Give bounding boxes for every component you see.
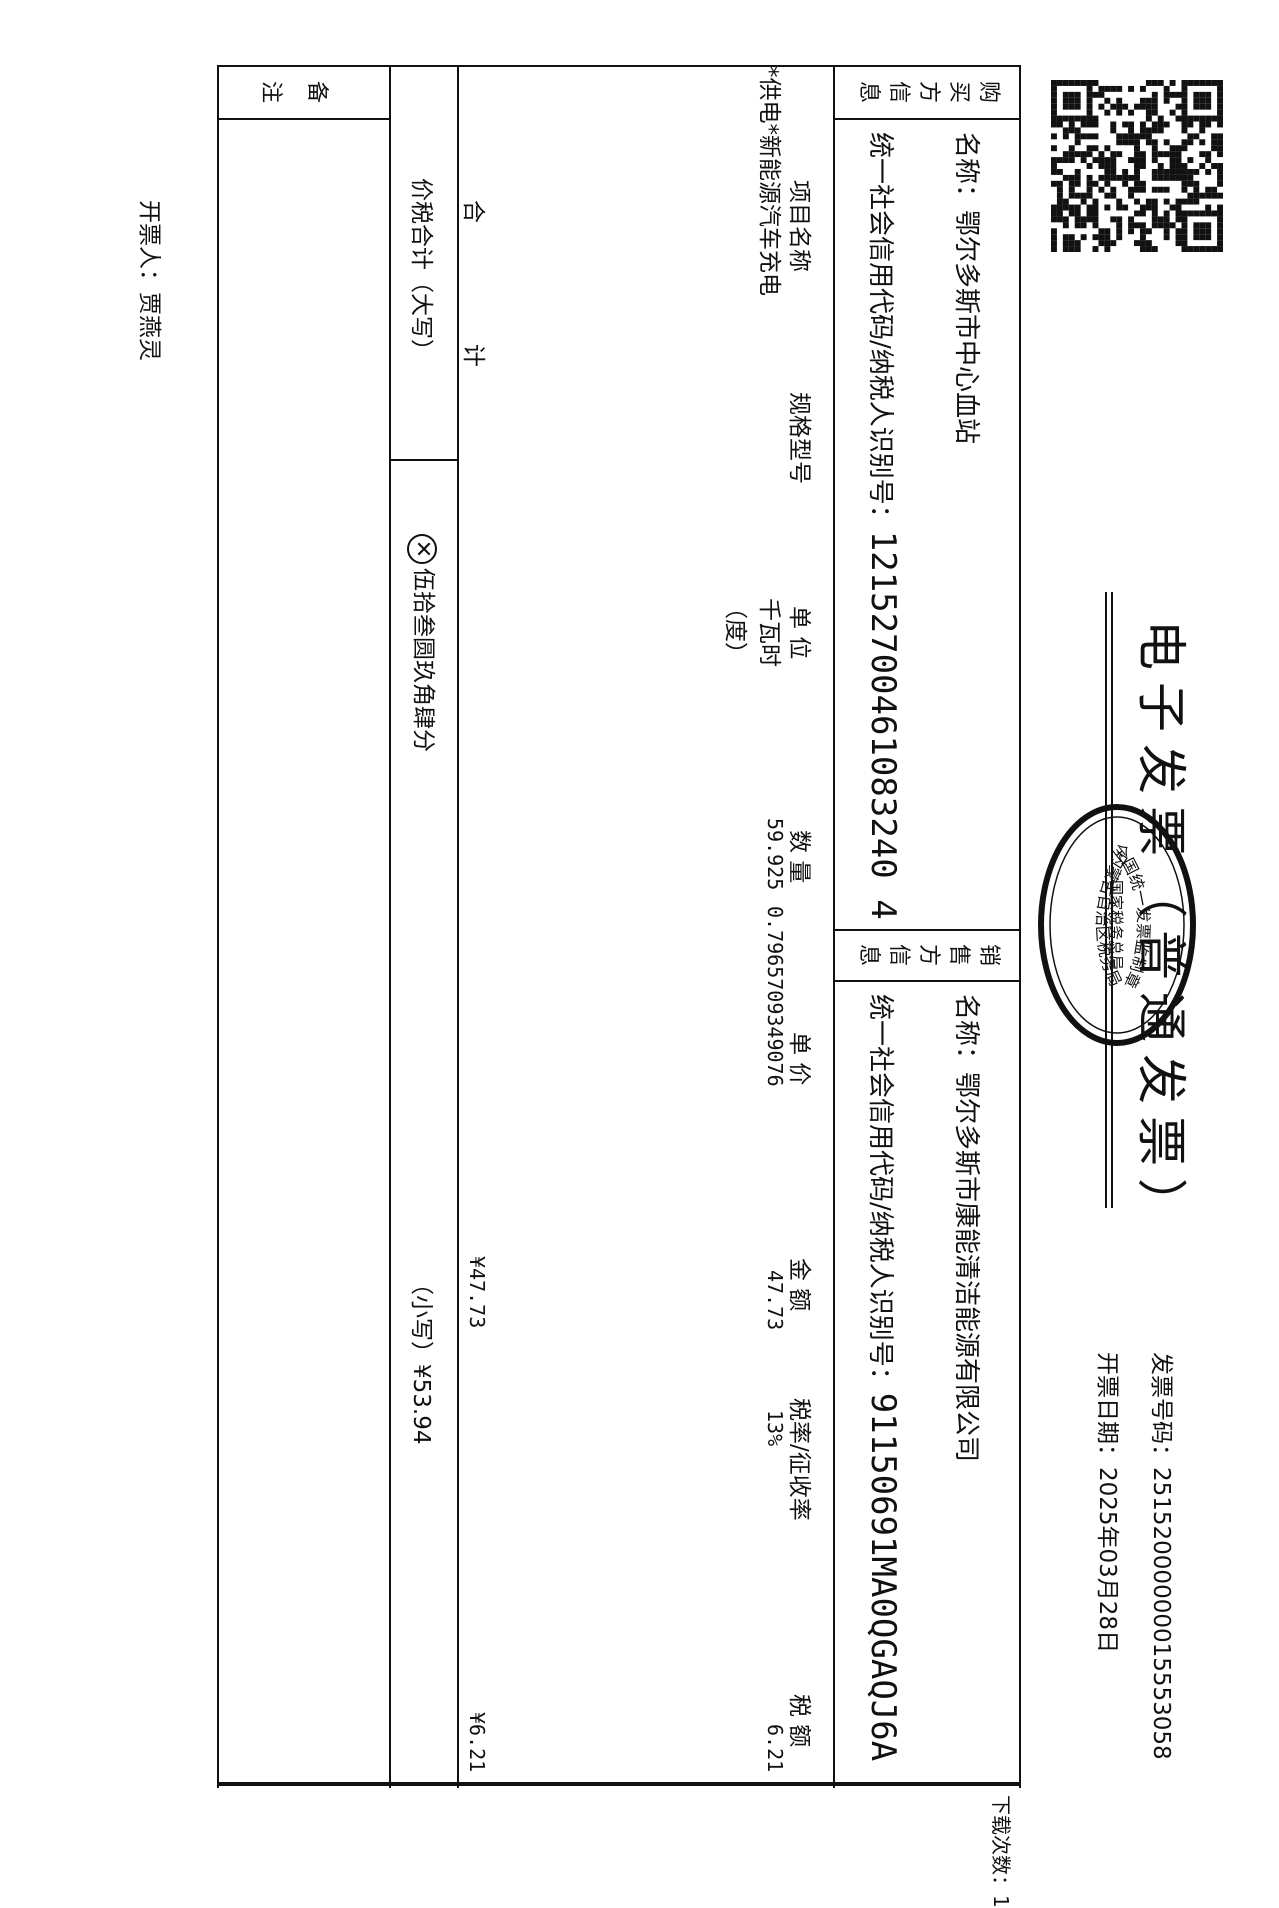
seller-code-value: 91150691MA0QGAQJ6A	[863, 1392, 903, 1762]
issuer-name: 贾燕灵	[136, 292, 162, 361]
table-border-right	[217, 1782, 1021, 1786]
item-unit: 千瓦时	[756, 598, 782, 667]
total-label-he: 合	[460, 200, 486, 223]
buyer-label: 购买方信息	[856, 80, 1001, 103]
invoice-number: 发票号码：25152000000015553058	[1147, 1352, 1181, 1760]
item-tax-rate: 13%	[763, 1410, 787, 1447]
buyer-code-value: 12152700461083240 4	[863, 530, 903, 920]
invoice-date-value: 2025年03月28日	[1094, 1467, 1120, 1654]
svg-text:国家税务总局: 国家税务总局	[1107, 880, 1125, 970]
item-unit-note: （度）	[722, 596, 748, 665]
seller-name-value: 鄂尔多斯市康能清洁能源有限公司	[951, 1072, 981, 1463]
header-amount: 金 额	[786, 1258, 812, 1312]
header-tax: 税 额	[786, 1694, 812, 1748]
header-item-name: 项目名称	[786, 180, 812, 272]
item-tax: 6.21	[763, 1724, 787, 1773]
seller-label: 销售方信息	[856, 943, 1001, 966]
header-tax-rate: 税率/征收率	[786, 1398, 812, 1521]
table-divider	[835, 929, 1021, 931]
buyer-code-label: 统一社会信用代码/纳税人识别号：	[865, 132, 895, 531]
invoice-number-value: 25152000000015553058	[1148, 1467, 1174, 1760]
table-border-bottom	[217, 65, 219, 1788]
header-unit: 单 位	[786, 606, 812, 660]
grand-total-words: ✕ 伍拾叁圆玖角肆分	[407, 534, 444, 752]
seller-name-label: 名称：	[951, 994, 981, 1073]
total-label-ji: 计	[460, 344, 486, 367]
buyer-name: 名称：鄂尔多斯市中心血站	[950, 132, 987, 444]
table-border-left	[217, 65, 1021, 67]
cross-circle-icon: ✕	[407, 534, 438, 564]
item-quantity: 59.925	[763, 818, 787, 891]
buyer-code: 统一社会信用代码/纳税人识别号：12152700461083240 4	[863, 132, 903, 920]
total-tax: ¥6.21	[465, 1712, 489, 1773]
issuer-label: 开票人：	[136, 200, 162, 292]
table-divider	[835, 118, 1021, 120]
table-divider	[391, 459, 459, 461]
table-divider	[219, 118, 391, 120]
seller-code: 统一社会信用代码/纳税人识别号：91150691MA0QGAQJ6A	[863, 994, 903, 1761]
download-count: 下载次数：1	[989, 1795, 1013, 1908]
grand-total-label: 价税合计（大写）	[408, 178, 434, 362]
table-divider	[835, 980, 1021, 982]
invoice-number-label: 发票号码：	[1148, 1352, 1174, 1467]
table-divider	[389, 65, 391, 1788]
issuer: 开票人：贾燕灵	[135, 200, 169, 361]
table-border-top	[1019, 65, 1021, 1788]
table-divider	[833, 65, 835, 1788]
item-price: 0.7965709349076	[763, 906, 787, 1087]
invoice-document: 电子发票（普通发票） 发票号码：25152000000015553058 开票日…	[135, 65, 1223, 1908]
grand-total-words-value: 伍拾叁圆玖角肆分	[410, 568, 436, 752]
item-amount: 47.73	[763, 1270, 787, 1331]
total-amount: ¥47.73	[465, 1256, 489, 1329]
header-quantity: 数 量	[786, 830, 812, 884]
remarks-label: 备注	[258, 80, 329, 103]
buyer-name-label: 名称：	[951, 132, 981, 211]
seller-name: 名称：鄂尔多斯市康能清洁能源有限公司	[950, 994, 987, 1462]
invoice-date-label: 开票日期：	[1094, 1352, 1120, 1467]
item-name: *供电*新能源汽车充电	[756, 66, 782, 296]
header-spec: 规格型号	[786, 392, 812, 484]
qr-code-icon	[1051, 80, 1223, 252]
official-seal: 全国统一发票监制章 内蒙古自治区税务局 国家税务总局	[1038, 804, 1196, 1046]
seller-code-label: 统一社会信用代码/纳税人识别号：	[865, 994, 895, 1393]
header-price: 单 价	[786, 1032, 812, 1086]
table-divider	[457, 65, 459, 1788]
grand-total-small: （小写）¥53.94	[408, 1272, 434, 1445]
buyer-name-value: 鄂尔多斯市中心血站	[951, 210, 981, 445]
invoice-date: 开票日期：2025年03月28日	[1093, 1352, 1127, 1653]
